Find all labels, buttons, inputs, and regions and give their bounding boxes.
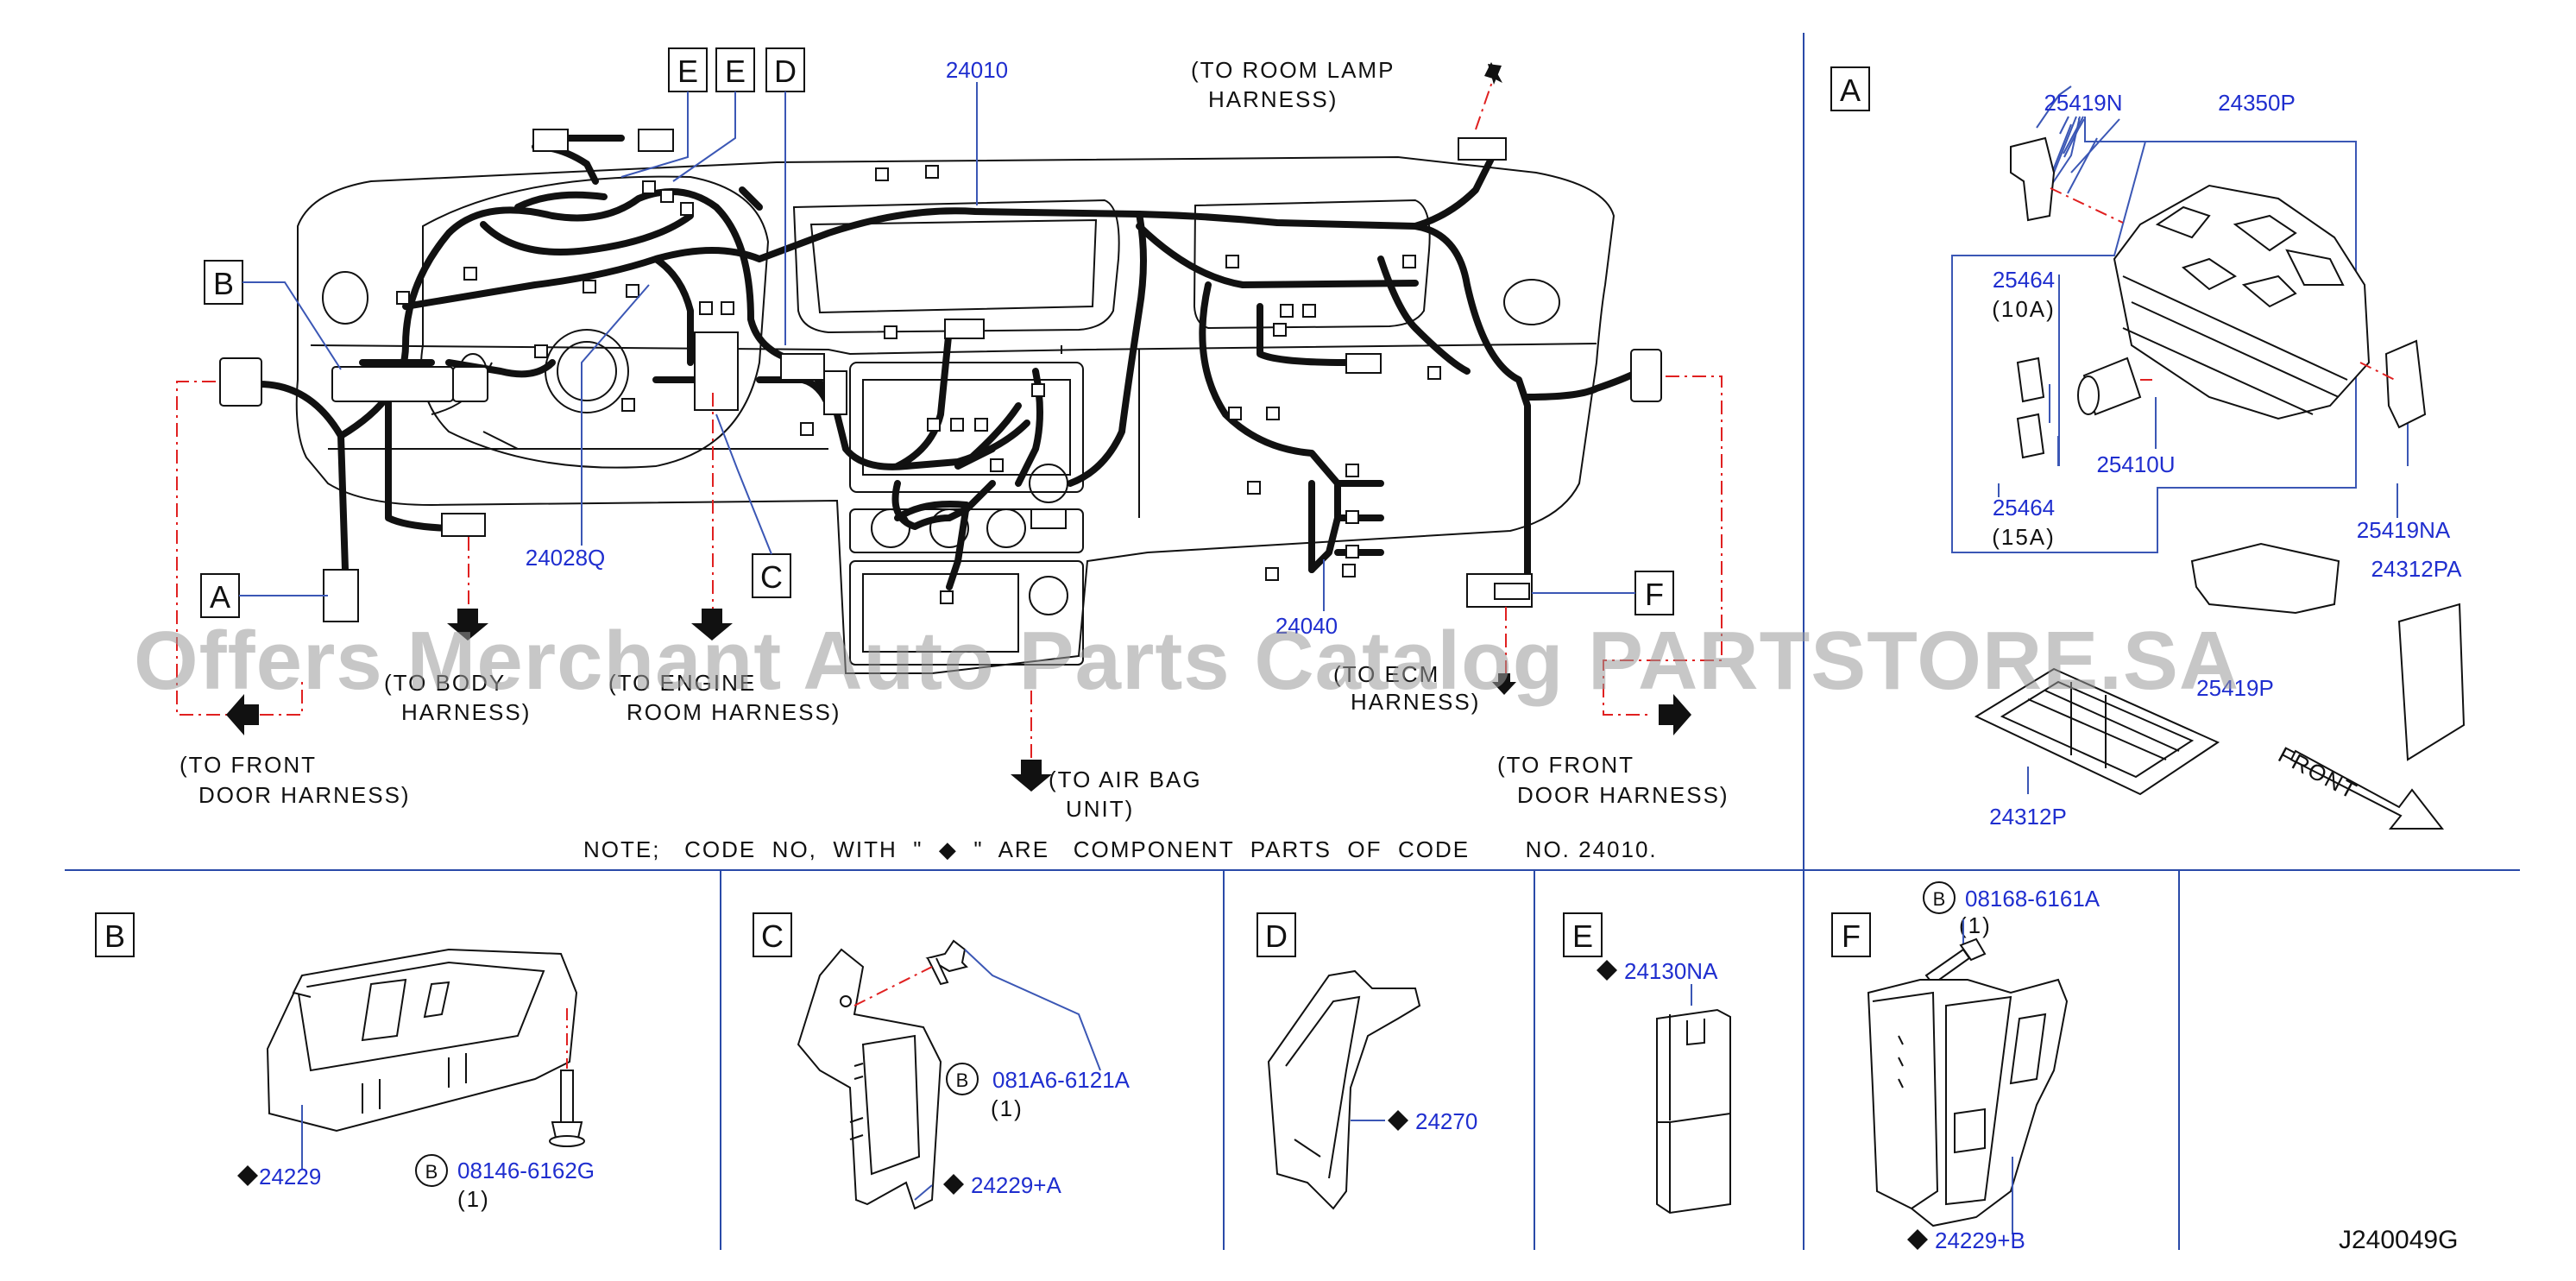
cover-24312pa <box>2397 603 2466 761</box>
callout-boxes <box>200 47 1674 618</box>
panel-d-label: D <box>1265 918 1288 954</box>
panel-e-label: E <box>1572 918 1593 954</box>
bolt-icon <box>925 939 968 986</box>
panel-c-qty: (1) <box>991 1095 1023 1121</box>
panel-a-label: A <box>1840 73 1861 108</box>
bracket-24229a <box>797 948 942 1210</box>
bracket-24229 <box>266 948 578 1133</box>
callout-b: B <box>213 266 234 301</box>
bolt-08146-6162g: 08146-6162G <box>457 1158 595 1183</box>
rating-15a: (15A) <box>1992 524 2056 550</box>
dest-front-door-left-1: (TO FRONT <box>180 752 317 778</box>
part-24229: 24229 <box>259 1164 321 1190</box>
bracket-25419n <box>2010 136 2056 222</box>
panel-f-label: F <box>1842 918 1861 954</box>
callout-e1: E <box>677 54 698 89</box>
rating-10a: (10A) <box>1992 296 2056 322</box>
bracket-25419p <box>2190 542 2340 615</box>
dest-front-door-right-1: (TO FRONT <box>1497 752 1634 778</box>
part-24229a: 24229+A <box>971 1172 1061 1198</box>
panel-a-center-lines <box>2050 187 2396 381</box>
drawing-code: J240049G <box>2339 1226 2458 1254</box>
part-25464-10a: 25464 <box>1993 267 2055 293</box>
destination-center-lines <box>176 79 1723 760</box>
dest-ecm-2: HARNESS) <box>1351 689 1480 715</box>
callout-d: D <box>774 54 797 89</box>
part-24229b: 24229+B <box>1935 1227 2025 1253</box>
watermark-text: Offers Merchant Auto Parts Catalog PARTS… <box>134 615 2239 707</box>
front-arrow-icon <box>2289 749 2445 830</box>
bolt-icon <box>549 1070 585 1147</box>
bolt-081a6-6121a: 081A6-6121A <box>992 1067 1131 1093</box>
panel-b-qty: (1) <box>457 1186 490 1212</box>
front-label: FRONT <box>2274 741 2362 805</box>
part-24312p: 24312P <box>1989 804 2067 830</box>
part-24028q: 24028Q <box>526 545 606 571</box>
part-24312pa: 24312PA <box>2371 556 2462 582</box>
part-24040: 24040 <box>1275 613 1338 639</box>
protector-24270 <box>1267 969 1421 1210</box>
dest-airbag-1: (TO AIR BAG <box>1049 767 1202 792</box>
part-24270: 24270 <box>1415 1108 1477 1134</box>
callout-c: C <box>760 559 783 595</box>
callout-f: F <box>1645 577 1664 612</box>
dest-ecm-1: (TO ECM <box>1333 661 1439 687</box>
dest-room-lamp-2: HARNESS) <box>1208 86 1338 112</box>
part-24350p: 24350P <box>2218 90 2296 116</box>
part-25410u: 25410U <box>2096 451 2175 477</box>
panel-f-bolt-circle: B <box>1933 888 1946 910</box>
bolt-08168-6161a: 08168-6161A <box>1965 886 2100 912</box>
part-24130na: 24130NA <box>1624 958 1718 984</box>
panel-f: F B 08168-6161A (1) 24229+B <box>1831 881 2100 1253</box>
dest-room-lamp-1: (TO ROOM LAMP <box>1191 57 1395 83</box>
panel-b-label: B <box>104 918 125 954</box>
component-note: NOTE; CODE NO, WITH " ◆ " ARE COMPONENT … <box>583 836 1658 862</box>
dest-engine-2: ROOM HARNESS) <box>627 699 841 725</box>
cover-24312p <box>1974 667 2220 796</box>
dest-front-door-right-2: DOOR HARNESS) <box>1517 782 1729 808</box>
bracket-25419na <box>2384 339 2427 429</box>
part-25419p: 25419P <box>2196 675 2274 701</box>
part-25464-15a: 25464 <box>1993 495 2055 521</box>
panel-e: E 24130NA <box>1563 912 1731 1215</box>
part-24010: 24010 <box>946 57 1008 83</box>
fuse-block-24350p <box>2113 184 2371 420</box>
fuses-25464 <box>2016 357 2045 459</box>
panel-c-label: C <box>761 918 784 954</box>
leader-lines <box>239 82 1635 611</box>
bolt-icon <box>1924 937 1987 986</box>
callout-e2: E <box>725 54 746 89</box>
dest-body-2: HARNESS) <box>401 699 531 725</box>
panel-dividers <box>65 33 2520 1250</box>
panel-b-bolt-circle: B <box>425 1161 438 1183</box>
panel-c-bolt-circle: B <box>956 1070 969 1091</box>
part-25419na: 25419NA <box>2357 517 2451 543</box>
dest-airbag-2: UNIT) <box>1066 796 1134 822</box>
part-25419n: 25419N <box>2044 90 2122 116</box>
panel-d: D 24270 <box>1257 912 1477 1210</box>
dest-front-door-left-2: DOOR HARNESS) <box>198 782 411 808</box>
small-connectors <box>219 129 1662 622</box>
callout-a: A <box>210 579 230 615</box>
panel-b: B 24229 B 08146-6162G (1) <box>95 912 595 1212</box>
panel-c: C B 081A6-6121A (1) 24229+A <box>753 912 1131 1210</box>
dest-body-1: (TO BODY <box>384 670 506 696</box>
direction-arrows <box>226 62 1691 792</box>
dest-engine-1: (TO ENGINE <box>608 670 756 696</box>
bracket-24229b <box>1867 978 2069 1227</box>
panel-a: A <box>1830 66 2466 830</box>
relay-25410u <box>2077 357 2142 416</box>
clip-24130na <box>1656 1008 1731 1215</box>
harness-wires <box>255 135 1643 590</box>
